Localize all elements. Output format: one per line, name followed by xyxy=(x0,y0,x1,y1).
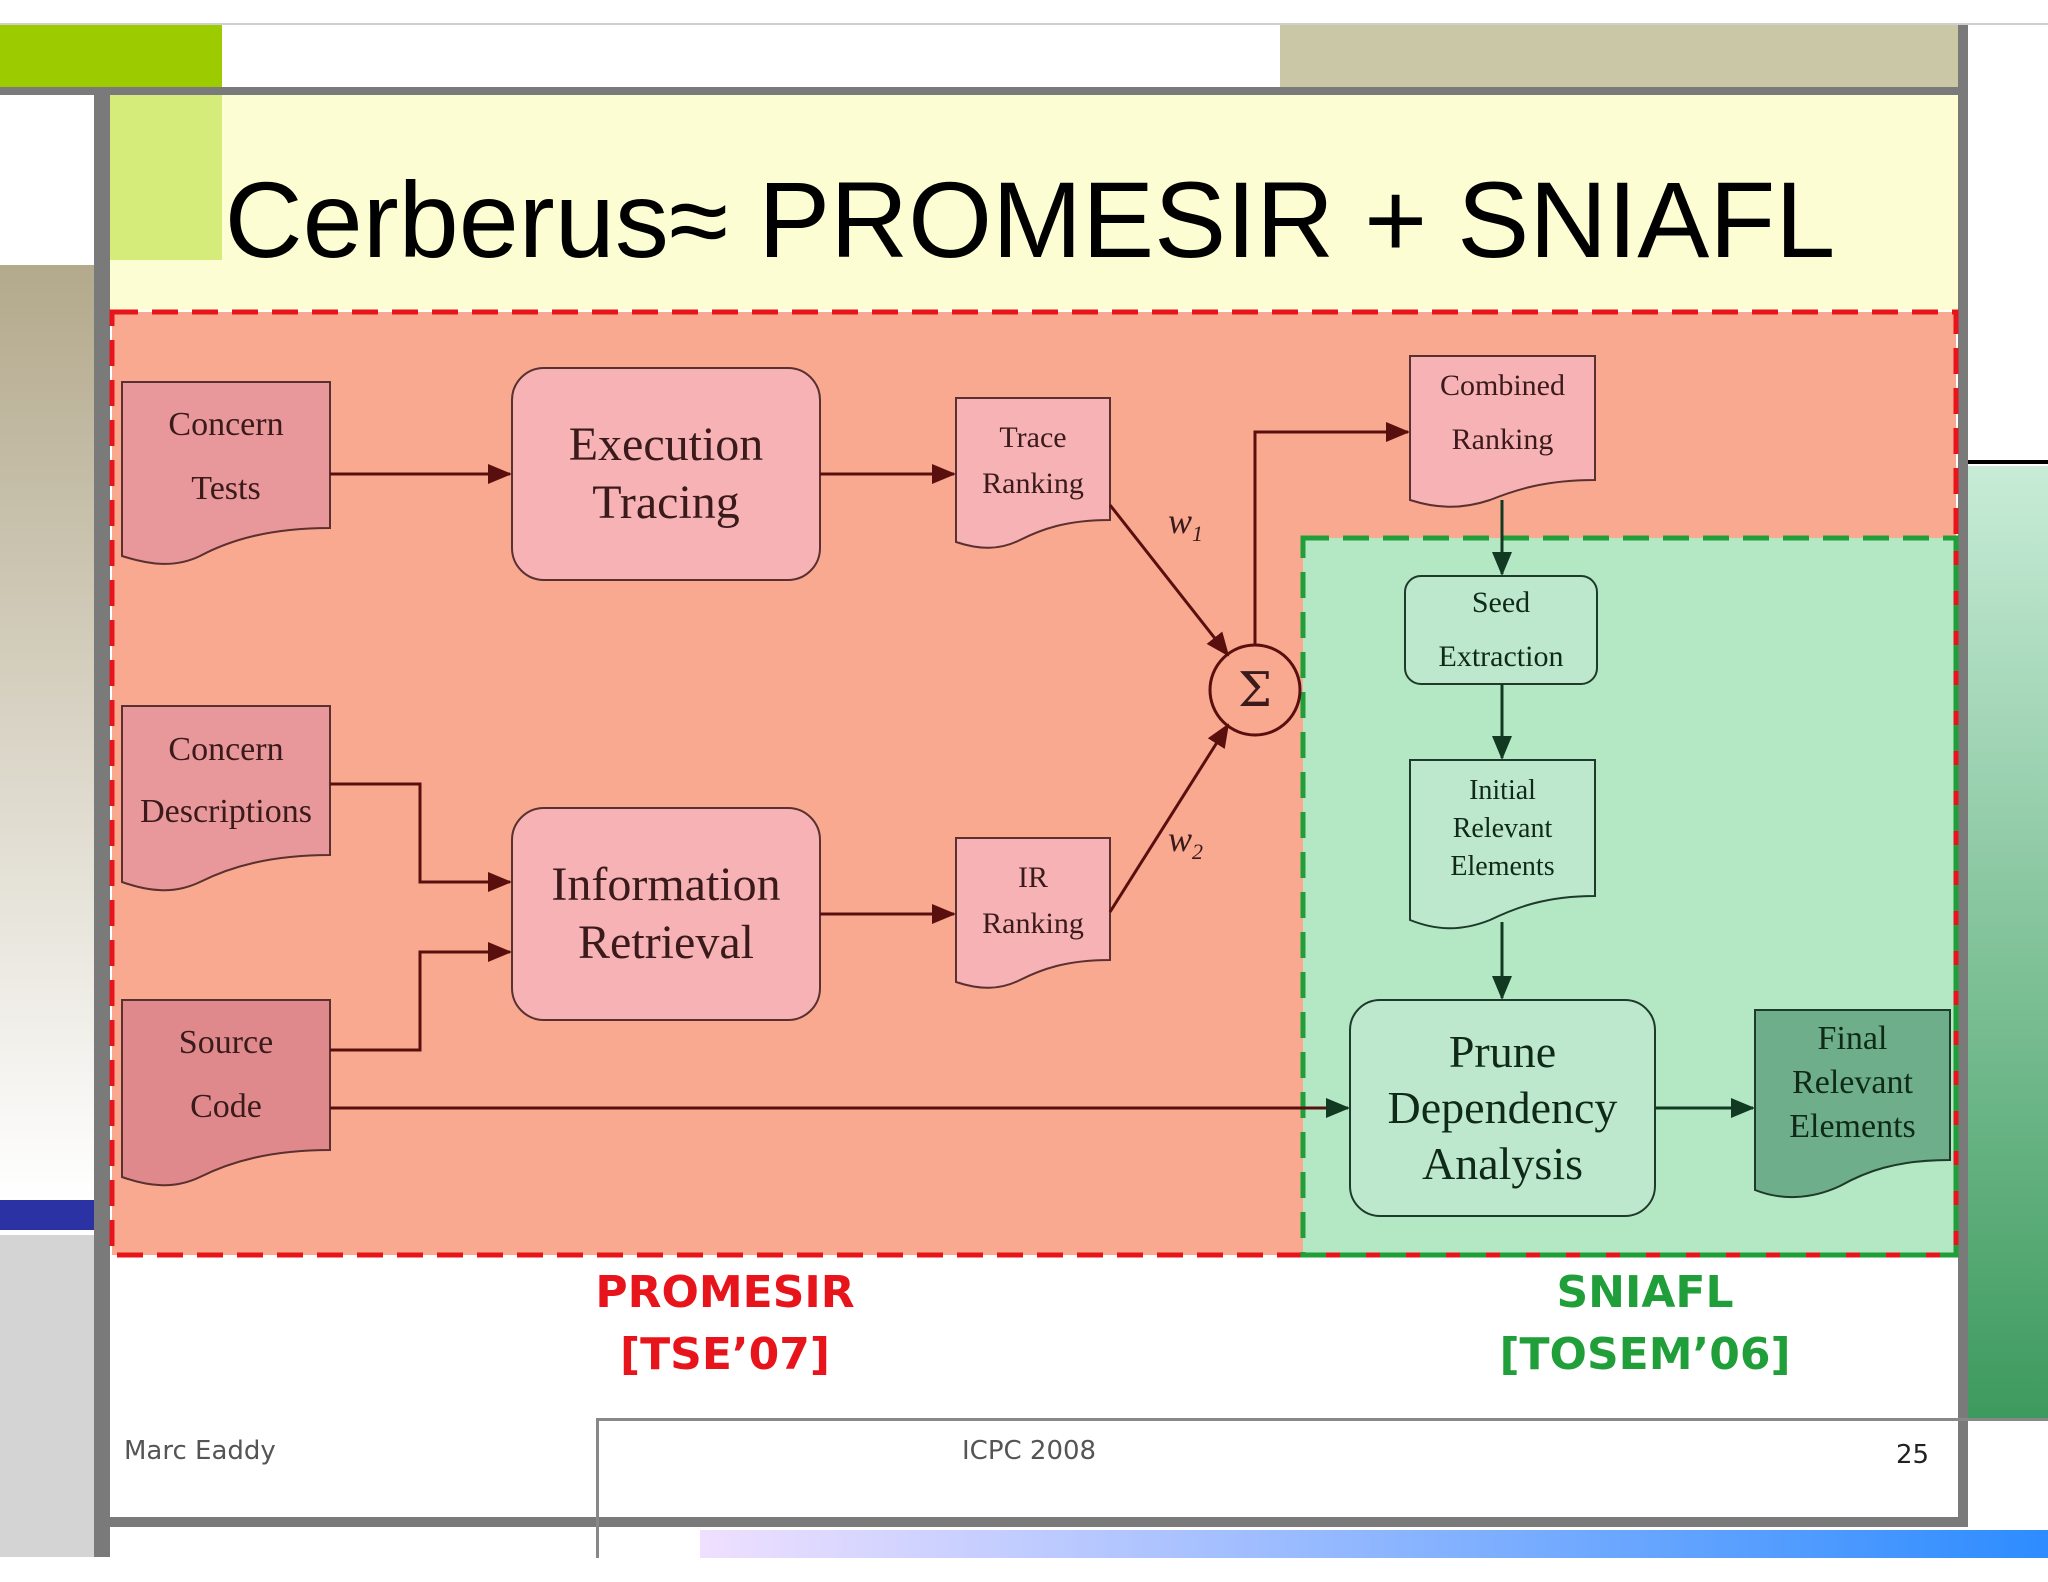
promesir-dashed-border xyxy=(109,309,1959,1258)
footer-box-line xyxy=(596,1418,2048,1421)
top-thin-rule xyxy=(0,23,2048,25)
arrow-ir-ranking-to-sum xyxy=(1108,723,1230,913)
arrow-trace-ranking-to-sum xyxy=(1108,504,1230,657)
trace-ranking-label: Trace Ranking xyxy=(982,421,1084,500)
footer-conference: ICPC 2008 xyxy=(962,1436,1097,1466)
source-code-label: Source Code xyxy=(178,1024,274,1125)
right-vertical-rule xyxy=(1958,25,1968,1525)
right-green-gradient xyxy=(1968,466,2048,1418)
ir-ranking-label: IR Ranking xyxy=(982,861,1084,940)
weight-w1-label: w1 xyxy=(1168,501,1204,547)
top-left-green-block xyxy=(0,25,222,87)
bottom-rule xyxy=(110,1517,1968,1527)
weight-w2-label: w2 xyxy=(1168,819,1204,865)
sniafl-dashed-border xyxy=(1300,535,1959,1258)
left-blue-bar xyxy=(0,1200,94,1230)
initial-relevant-elements-label: Initial Relevant Elements xyxy=(1450,775,1555,882)
combined-ranking-doc xyxy=(1409,355,1596,508)
footer-box-left-line xyxy=(596,1418,599,1558)
left-grey-strip xyxy=(0,1235,94,1557)
slide-title: Cerberus≈ PROMESIR + SNIAFL xyxy=(224,159,1836,280)
promesir-caption: PROMESIR [TSE’07] xyxy=(595,1267,855,1380)
concern-tests-label: Concern Tests xyxy=(168,406,284,507)
footer-page-number: 25 xyxy=(1896,1440,1930,1470)
top-right-khaki-block xyxy=(1280,25,1958,87)
information-retrieval-label: Information Retrieval xyxy=(551,858,781,969)
ir-ranking-doc xyxy=(955,837,1111,989)
bottom-gradient-bar xyxy=(700,1530,2048,1558)
prune-dependency-analysis-label: Prune Dependency Analysis xyxy=(1387,1026,1618,1189)
final-relevant-elements-doc xyxy=(1754,1009,1951,1198)
initial-relevant-elements-doc xyxy=(1409,759,1596,930)
source-code-doc xyxy=(121,999,331,1187)
footer-author: Marc Eaddy xyxy=(124,1436,276,1466)
concern-tests-doc xyxy=(121,381,331,565)
right-black-tick xyxy=(1968,460,2048,464)
sum-symbol: Σ xyxy=(1238,662,1272,718)
left-gradient-strip xyxy=(0,265,94,1200)
concern-descriptions-label: Concern Descriptions xyxy=(140,731,312,830)
trace-ranking-doc xyxy=(955,397,1111,549)
arrow-descriptions-to-ir xyxy=(330,782,512,892)
title-band xyxy=(110,95,1958,310)
sniafl-caption: SNIAFL [TOSEM’06] xyxy=(1499,1267,1791,1380)
combined-ranking-label: Combined Ranking xyxy=(1440,369,1565,456)
left-vertical-rule xyxy=(94,87,110,1557)
arrow-sum-to-combined xyxy=(1253,422,1410,645)
corner-green-square xyxy=(110,95,222,260)
arrow-source-to-ir xyxy=(330,942,512,1052)
top-rule xyxy=(0,87,1958,95)
seed-extraction-label: Seed Extraction xyxy=(1438,586,1564,673)
execution-tracing-label: Execution Tracing xyxy=(568,418,764,529)
concern-descriptions-doc xyxy=(121,705,331,892)
final-relevant-elements-label: Final Relevant Elements xyxy=(1789,1020,1916,1145)
